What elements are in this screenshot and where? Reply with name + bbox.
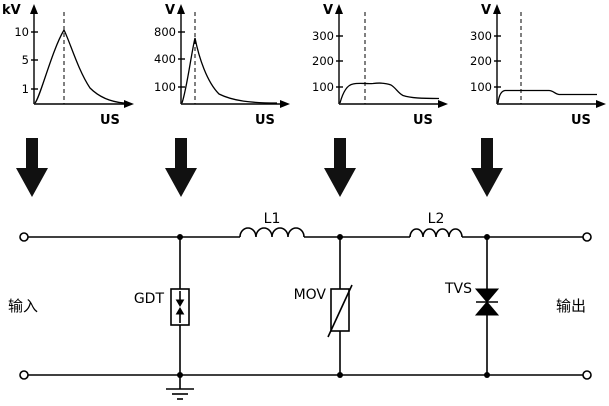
input-terminal-top <box>19 232 29 242</box>
tick-label: 1 <box>22 82 29 96</box>
waveform-curve <box>181 37 278 104</box>
output-label: 输出 <box>556 297 586 315</box>
y-axis-ticks <box>494 35 501 88</box>
y-axis-unit-label: V <box>165 3 175 18</box>
x-axis-arrowhead-icon <box>124 100 134 108</box>
x-axis-arrowhead-icon <box>280 100 290 108</box>
tick-label: 800 <box>154 25 176 39</box>
tick-label: 100 <box>470 80 492 94</box>
x-axis-unit-label: US <box>100 113 120 128</box>
x-axis-arrowhead-icon <box>438 100 448 108</box>
y-axis-unit-label: V <box>323 3 333 18</box>
down-arrow-icon-2 <box>165 138 197 197</box>
tick-label: 100 <box>154 80 176 94</box>
output-terminal-top <box>582 232 592 242</box>
mov-diagonal-stroke <box>327 284 353 338</box>
y-axis-ticks <box>178 31 185 88</box>
y-axis-arrowhead-icon <box>177 4 185 14</box>
waveform-plot-after-mov: V 300 200 100 US <box>312 3 448 128</box>
stage-arrows-row <box>16 138 503 197</box>
tick-label: 400 <box>154 52 176 66</box>
waveform-curve <box>34 28 125 104</box>
junction-dot <box>484 372 490 378</box>
tick-label: 100 <box>312 80 334 94</box>
y-axis-arrowhead-icon <box>493 4 501 14</box>
tick-label: 10 <box>14 25 29 39</box>
mov-component: MOV <box>294 234 353 378</box>
down-arrow-icon-4 <box>471 138 503 197</box>
tick-label: 300 <box>470 29 492 43</box>
l1-inductor: L1 <box>239 211 305 238</box>
waveform-curve <box>497 89 597 104</box>
circuit-diagram: 输入 输出 GDT L1 <box>8 211 592 400</box>
x-axis-unit-label: US <box>413 113 433 128</box>
output-terminal-bottom <box>582 370 592 380</box>
y-axis-unit-label: V <box>481 3 491 18</box>
gdt-arrow-up-icon <box>175 307 185 315</box>
tick-label: 300 <box>312 29 334 43</box>
x-axis-arrowhead-icon <box>596 100 606 108</box>
y-axis-arrowhead-icon <box>335 4 343 14</box>
l1-label: L1 <box>264 211 281 227</box>
x-axis-unit-label: US <box>255 113 275 128</box>
tvs-triangle-up-icon <box>474 301 500 316</box>
down-arrow-icon-1 <box>16 138 48 197</box>
l2-coil <box>409 228 463 238</box>
waveform-curve <box>339 82 440 104</box>
l2-label: L2 <box>428 211 445 227</box>
gdt-arrow-down-icon <box>175 299 185 307</box>
tick-label: 5 <box>22 53 29 67</box>
mov-label: MOV <box>294 287 327 303</box>
tvs-triangle-down-icon <box>474 288 500 303</box>
x-axis-unit-label: US <box>571 113 591 128</box>
l1-coil <box>239 227 305 238</box>
y-axis-unit-label: kV <box>2 3 21 18</box>
tick-label: 200 <box>470 54 492 68</box>
input-label: 输入 <box>8 297 38 315</box>
down-arrow-icon-3 <box>324 138 356 197</box>
junction-dot <box>337 372 343 378</box>
l2-inductor: L2 <box>409 211 463 238</box>
y-axis-arrowhead-icon <box>30 4 38 14</box>
gdt-label: GDT <box>134 291 165 307</box>
ground-symbol-icon <box>166 375 194 400</box>
y-axis-ticks <box>31 31 38 90</box>
tvs-component: TVS <box>444 234 500 378</box>
waveform-plots-row: kV 10 5 1 US V <box>0 0 609 135</box>
tick-label: 200 <box>312 54 334 68</box>
waveform-plot-after-tvs: V 300 200 100 US <box>470 3 606 128</box>
gdt-component: GDT <box>134 234 190 378</box>
waveform-plot-surge-input: kV 10 5 1 US <box>2 3 134 128</box>
y-axis-ticks <box>336 35 343 88</box>
input-terminal-bottom <box>19 370 29 380</box>
tvs-label: TVS <box>444 281 472 297</box>
waveform-plot-after-gdt: V 800 400 100 US <box>154 3 290 128</box>
